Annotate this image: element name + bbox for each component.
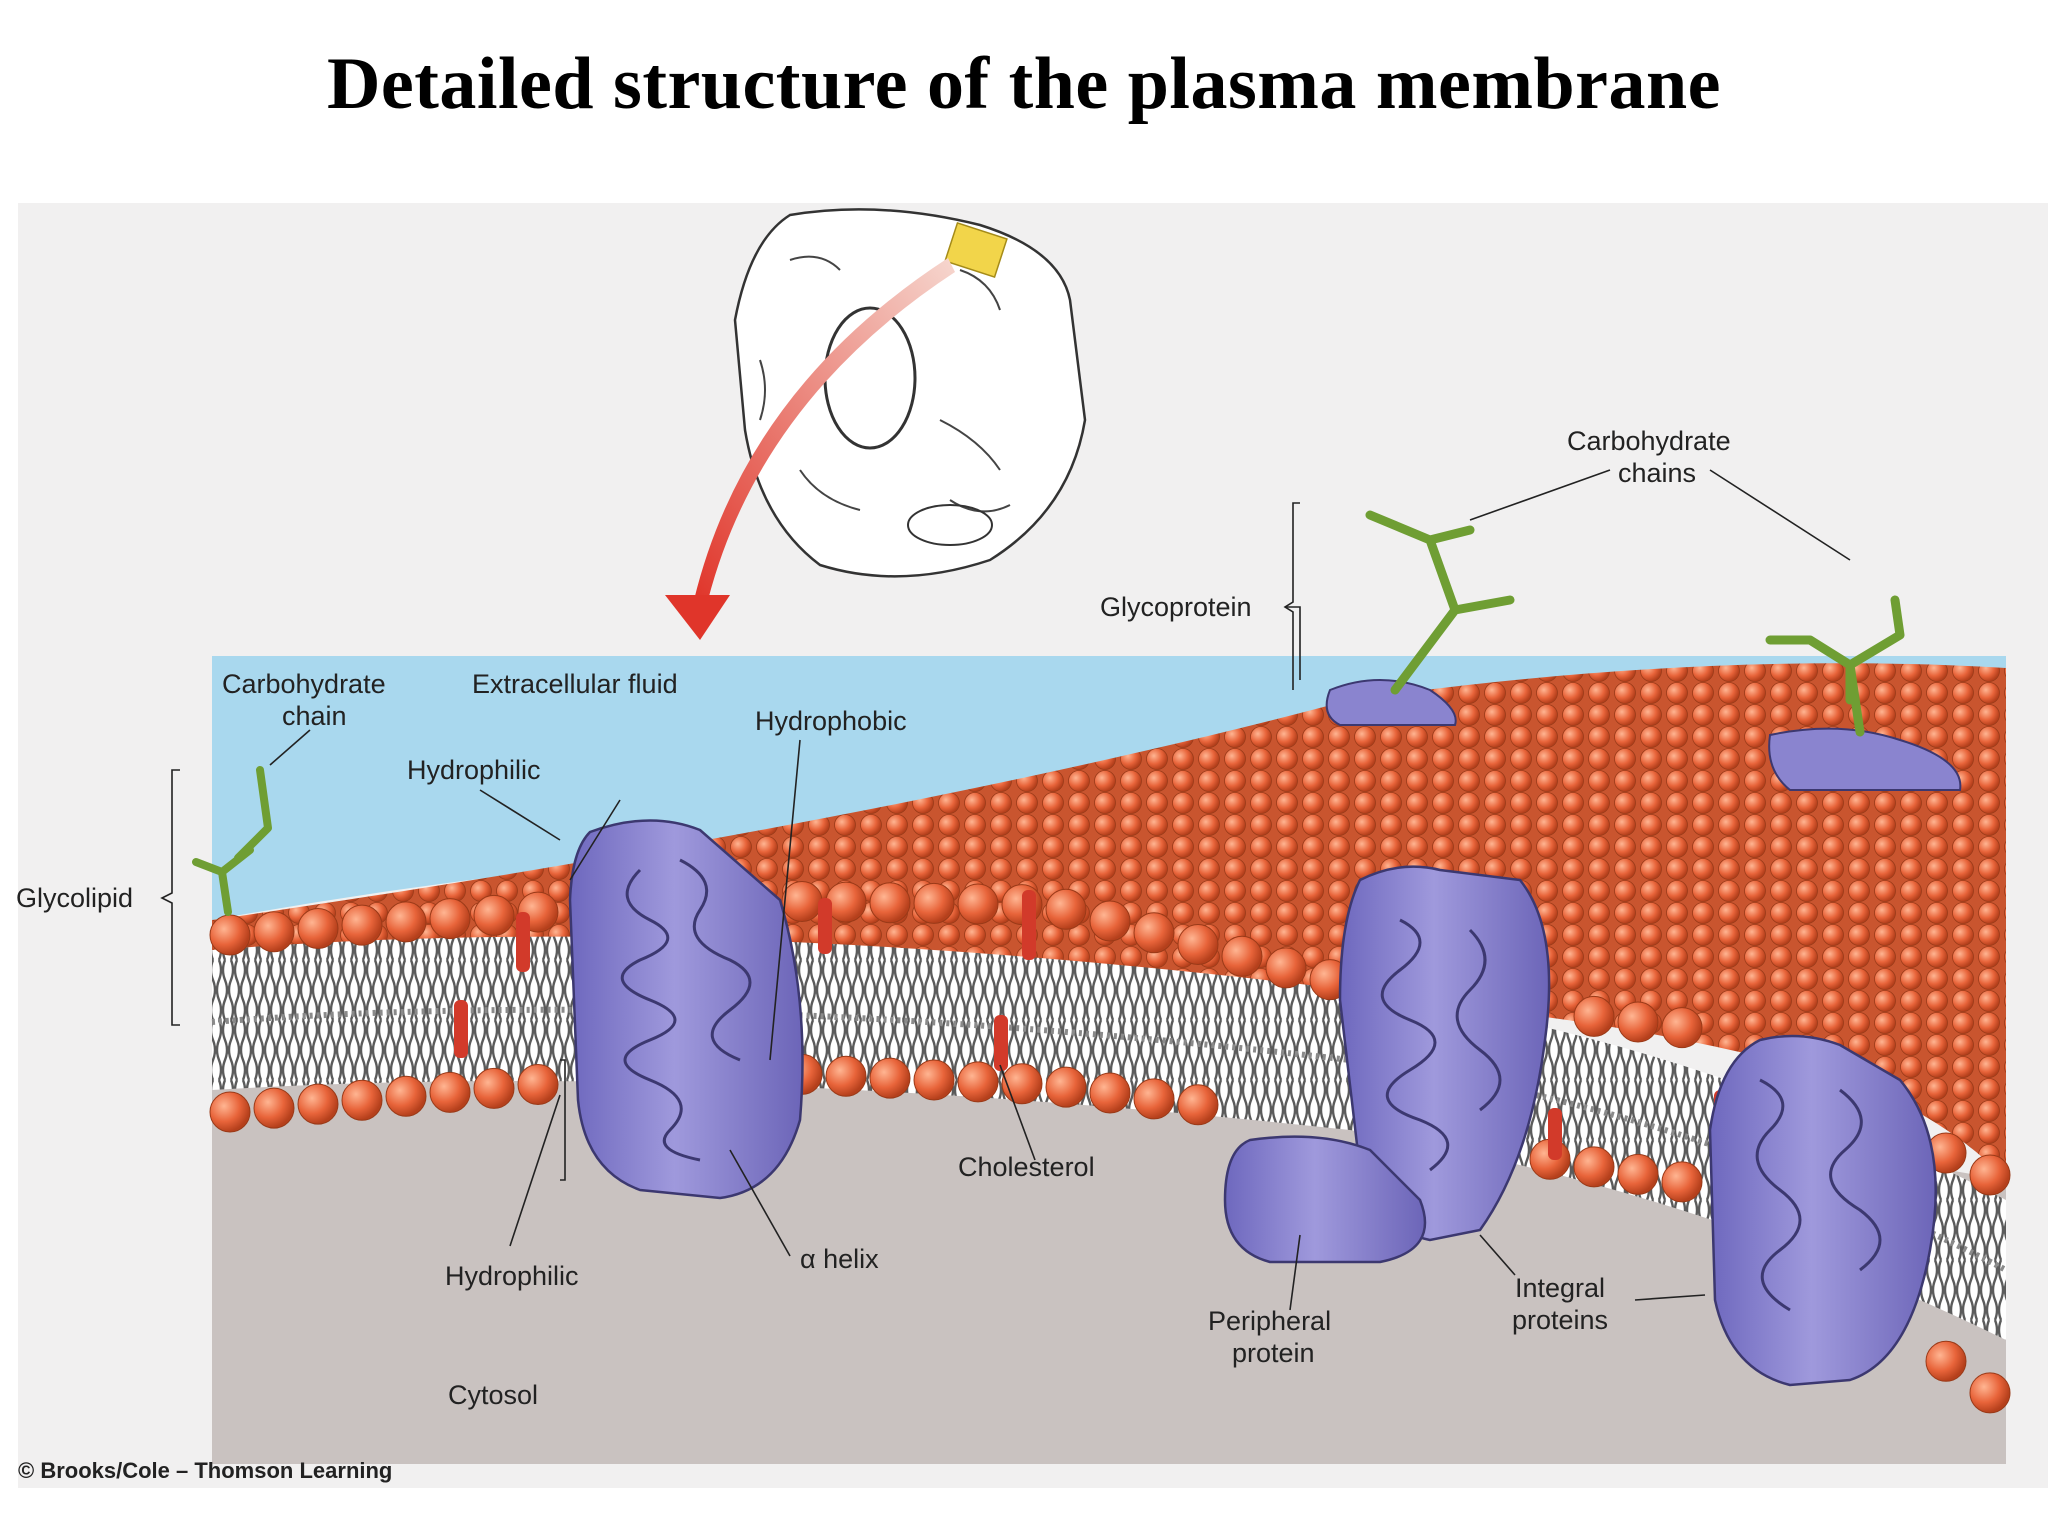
label-glycolipid: Glycolipid [16,883,133,913]
phospholipid-head-inner-1 [253,1087,295,1129]
phospholipid-head-inner-4 [385,1075,427,1117]
label-glycoprotein: Glycoprotein [1100,592,1252,622]
phospholipid-head-outer-10 [869,882,911,924]
label-carbohydrate-chain-2: chain [282,701,347,731]
phospholipid-head-outer-3 [341,904,383,946]
label-hydrophilic-top: Hydrophilic [407,755,541,785]
phospholipid-head-outer-19 [1265,947,1307,989]
phospholipid-head-outer-21 [1573,995,1615,1037]
slide-title: Detailed structure of the plasma membran… [326,43,1722,125]
phospholipid-head-outer-14 [1045,888,1087,930]
phospholipid-head-inner-14 [1045,1066,1087,1108]
phospholipid-head-inner-5 [429,1071,471,1113]
phospholipid-head-outer-11 [913,882,955,924]
alpha-helix-path [620,868,701,1162]
phospholipid-head-outer-17 [1177,923,1219,965]
phospholipid-head-inner-20 [1617,1153,1659,1195]
cholesterol-2 [454,1000,468,1058]
integral-protein-cluster-right [1708,1034,1937,1387]
phospholipid-head-inner-3 [341,1079,383,1121]
phospholipid-head-inner-21 [1661,1161,1703,1203]
phospholipid-head-outer-2 [297,907,339,949]
cholesterol-3 [818,898,832,954]
phospholipid-head-outer-8 [781,880,823,922]
label-integral-proteins-1: Integral [1515,1273,1605,1303]
phospholipid-head-inner-22 [1925,1340,1967,1382]
cholesterol-molecules [454,890,1726,1160]
label-carbohydrate-chain-1: Carbohydrate [222,669,386,699]
phospholipid-head-inner-9 [825,1055,867,1097]
glycolipid-brace [160,769,180,1026]
bilayer-midplane [211,1006,2008,1273]
glycolipid-carbohydrate-chain [192,766,272,916]
label-carbohydrate-chains-2: chains [1618,458,1696,488]
phospholipid-head-outer-18 [1221,935,1263,977]
phospholipid-head-inner-11 [913,1059,955,1101]
label-alpha-helix: α helix [800,1244,879,1274]
phospholipid-head-inner-23 [1969,1372,2011,1414]
label-hydrophilic-bottom: Hydrophilic [445,1261,579,1291]
phospholipid-head-inner-16 [1133,1078,1175,1120]
phospholipid-head-outer-0 [209,914,251,956]
phospholipid-head-outer-25 [1969,1154,2011,1196]
copyright-credit: © Brooks/Cole – Thomson Learning [18,1458,392,1483]
label-cholesterol: Cholesterol [958,1152,1095,1182]
cholesterol-5 [994,1015,1008,1071]
phospholipid-head-outer-1 [253,911,295,953]
label-hydrophobic: Hydrophobic [755,706,907,736]
phospholipid-head-outer-16 [1133,912,1175,954]
phospholipid-head-inner-12 [957,1061,999,1103]
cholesterol-1 [516,912,530,972]
phospholipid-head-inner-17 [1177,1084,1219,1126]
phospholipid-head-outer-4 [385,901,427,943]
integral-protein-cluster-center [1338,865,1551,1242]
phospholipid-head-inner-0 [209,1091,251,1133]
phospholipid-head-outer-15 [1089,900,1131,942]
zoom-arrow-head [665,595,730,640]
phospholipid-head-outer-23 [1661,1007,1703,1049]
integral-protein-left [568,819,804,1200]
phospholipid-head-inner-2 [297,1083,339,1125]
cholesterol-4 [1022,890,1036,960]
label-peripheral-protein-2: protein [1232,1338,1315,1368]
phospholipid-head-inner-19 [1573,1146,1615,1188]
inner-head-row [209,1053,2011,1414]
leader-lines [269,469,1851,1311]
phospholipid-head-outer-22 [1617,1001,1659,1043]
glycoprotein-2 [1765,595,1962,791]
peripheral-protein [1223,1135,1427,1264]
phospholipid-head-inner-10 [869,1057,911,1099]
cell-thumbnail [733,208,1087,578]
glycoprotein-1 [1325,510,1515,726]
hydrophilic-brace [560,1059,566,1181]
phospholipid-head-inner-7 [517,1063,559,1105]
glycoprotein-brace [1283,502,1300,690]
cholesterol-6 [1548,1108,1562,1160]
label-carbohydrate-chains-1: Carbohydrate [1567,426,1731,456]
outer-head-row [209,880,2011,1196]
label-integral-proteins-2: proteins [1512,1305,1608,1335]
phospholipid-head-outer-6 [473,894,515,936]
phospholipid-head-inner-6 [473,1067,515,1109]
phospholipid-head-inner-15 [1089,1072,1131,1114]
label-cytosol: Cytosol [448,1380,538,1410]
phospholipid-head-inner-13 [1001,1063,1043,1105]
label-extracellular-fluid: Extracellular fluid [472,669,678,699]
phospholipid-head-outer-12 [957,883,999,925]
zoom-box [944,221,1008,279]
phospholipid-head-outer-5 [429,898,471,940]
label-peripheral-protein-1: Peripheral [1208,1306,1331,1336]
